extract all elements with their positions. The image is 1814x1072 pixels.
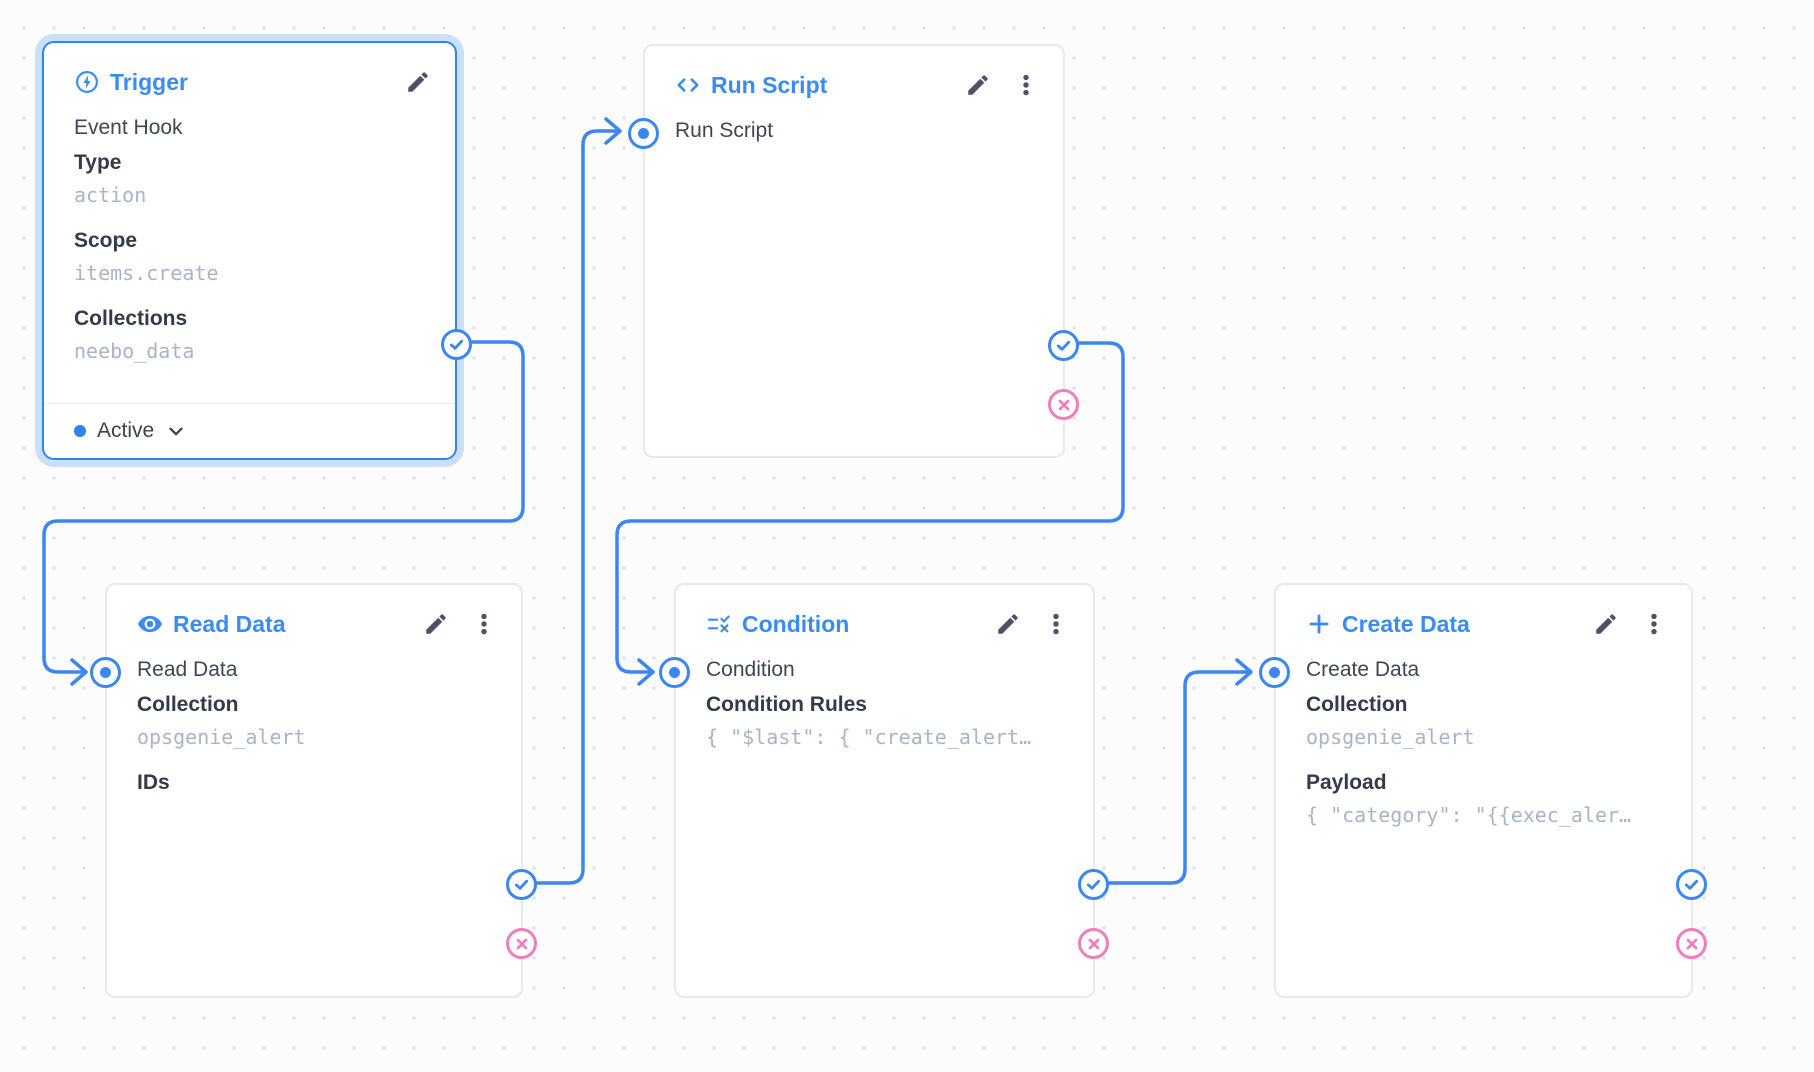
edge-read-data-to-run-script [535, 129, 620, 885]
operation-name: Create Data [1306, 658, 1420, 681]
field-label: IDs [137, 771, 170, 794]
field: Payload { "category": "{{exec_aler… [1306, 767, 1663, 831]
field-value: { "category": "{{exec_aler… [1306, 803, 1632, 827]
kebab-menu-icon[interactable] [1043, 611, 1069, 637]
check-icon [449, 339, 464, 350]
node-header: Condition [706, 607, 1069, 641]
status-label: Active [97, 419, 155, 442]
node-condition[interactable]: Condition Condition Condition Rules { "$… [659, 583, 1109, 998]
field-label: Collection [137, 693, 239, 716]
node-title: Run Script [711, 71, 828, 98]
field-value: neebo_data [74, 339, 195, 363]
operation-name: Read Data [137, 658, 238, 681]
field-value: action [74, 183, 147, 207]
kebab-menu-icon[interactable] [1013, 72, 1039, 98]
trigger-status-dropdown[interactable]: Active [44, 403, 455, 458]
eye-icon [137, 611, 163, 637]
node-title: Read Data [173, 610, 286, 637]
reject-connector[interactable] [506, 928, 537, 959]
input-connector[interactable] [659, 657, 690, 688]
rule-icon [706, 611, 732, 637]
resolve-connector[interactable] [1078, 869, 1109, 900]
field: Collections neebo_data [74, 303, 427, 367]
input-connector[interactable] [90, 657, 121, 688]
field-label: Scope [74, 229, 138, 252]
field-value: { "$last": { "create_alert… [706, 725, 1032, 749]
status-active-dot [74, 425, 86, 437]
field-label: Condition Rules [706, 693, 867, 716]
resolve-connector[interactable] [441, 329, 472, 360]
node-title: Condition [742, 610, 850, 637]
node-title: Create Data [1342, 610, 1470, 637]
edit-pencil-icon[interactable] [995, 611, 1021, 637]
field-label: Payload [1306, 771, 1387, 794]
field: Type action [74, 147, 427, 211]
field: Condition Rules { "$last": { "create_ale… [706, 689, 1065, 753]
field: Scope items.create [74, 225, 427, 289]
check-icon [1056, 340, 1071, 351]
field: Collection opsgenie_alert [137, 689, 493, 753]
x-icon [1058, 399, 1069, 410]
reject-connector[interactable] [1676, 928, 1707, 959]
bolt-circle-icon [74, 69, 100, 95]
check-icon [1684, 879, 1699, 890]
node-read-data[interactable]: Read Data Read Data Collection opsgenie_… [90, 583, 537, 998]
operation-name: Condition [706, 658, 795, 681]
field-label: Type [74, 151, 122, 174]
input-dot-icon [669, 667, 680, 678]
resolve-connector[interactable] [506, 869, 537, 900]
field-label: Collections [74, 307, 188, 330]
edit-pencil-icon[interactable] [1593, 611, 1619, 637]
node-title: Trigger [110, 68, 188, 95]
check-icon [1086, 879, 1101, 890]
edit-pencil-icon[interactable] [965, 72, 991, 98]
edit-pencil-icon[interactable] [423, 611, 449, 637]
input-dot-icon [638, 128, 649, 139]
operation-name: Run Script [675, 119, 774, 142]
kebab-menu-icon[interactable] [1641, 611, 1667, 637]
input-dot-icon [1269, 667, 1280, 678]
kebab-menu-icon[interactable] [471, 611, 497, 637]
chevron-down-icon [165, 420, 187, 442]
node-header: Run Script [675, 68, 1039, 102]
input-connector[interactable] [1259, 657, 1290, 688]
reject-connector[interactable] [1078, 928, 1109, 959]
resolve-connector[interactable] [1676, 869, 1707, 900]
edge-arrowhead [1235, 658, 1253, 686]
x-icon [1088, 938, 1099, 949]
field-label: Collection [1306, 693, 1408, 716]
x-icon [516, 938, 527, 949]
reject-connector[interactable] [1048, 389, 1079, 420]
edge-arrowhead [604, 117, 622, 145]
node-run-script[interactable]: Run Script Run Script [628, 44, 1079, 458]
trigger-type-name: Event Hook [74, 116, 183, 139]
field-value: opsgenie_alert [137, 725, 306, 749]
node-trigger-header: Trigger [74, 65, 431, 99]
node-header: Read Data [137, 607, 497, 641]
resolve-connector[interactable] [1048, 330, 1079, 361]
node-header: Create Data [1306, 607, 1667, 641]
field-value: items.create [74, 261, 219, 285]
field: IDs [137, 767, 493, 799]
input-dot-icon [100, 667, 111, 678]
field: Collection opsgenie_alert [1306, 689, 1663, 753]
plus-icon [1306, 611, 1332, 637]
x-icon [1686, 938, 1697, 949]
edge-arrowhead [70, 658, 88, 686]
input-connector[interactable] [628, 118, 659, 149]
edge-arrowhead [637, 658, 655, 686]
field-value: opsgenie_alert [1306, 725, 1475, 749]
edge-condition-to-create-data [1106, 670, 1251, 885]
code-icon [675, 72, 701, 98]
node-trigger[interactable]: Trigger Event Hook Type action Scope ite… [42, 41, 472, 460]
check-icon [514, 879, 529, 890]
edit-pencil-icon[interactable] [405, 69, 431, 95]
node-create-data[interactable]: Create Data Create Data Collection opsge… [1259, 583, 1707, 998]
